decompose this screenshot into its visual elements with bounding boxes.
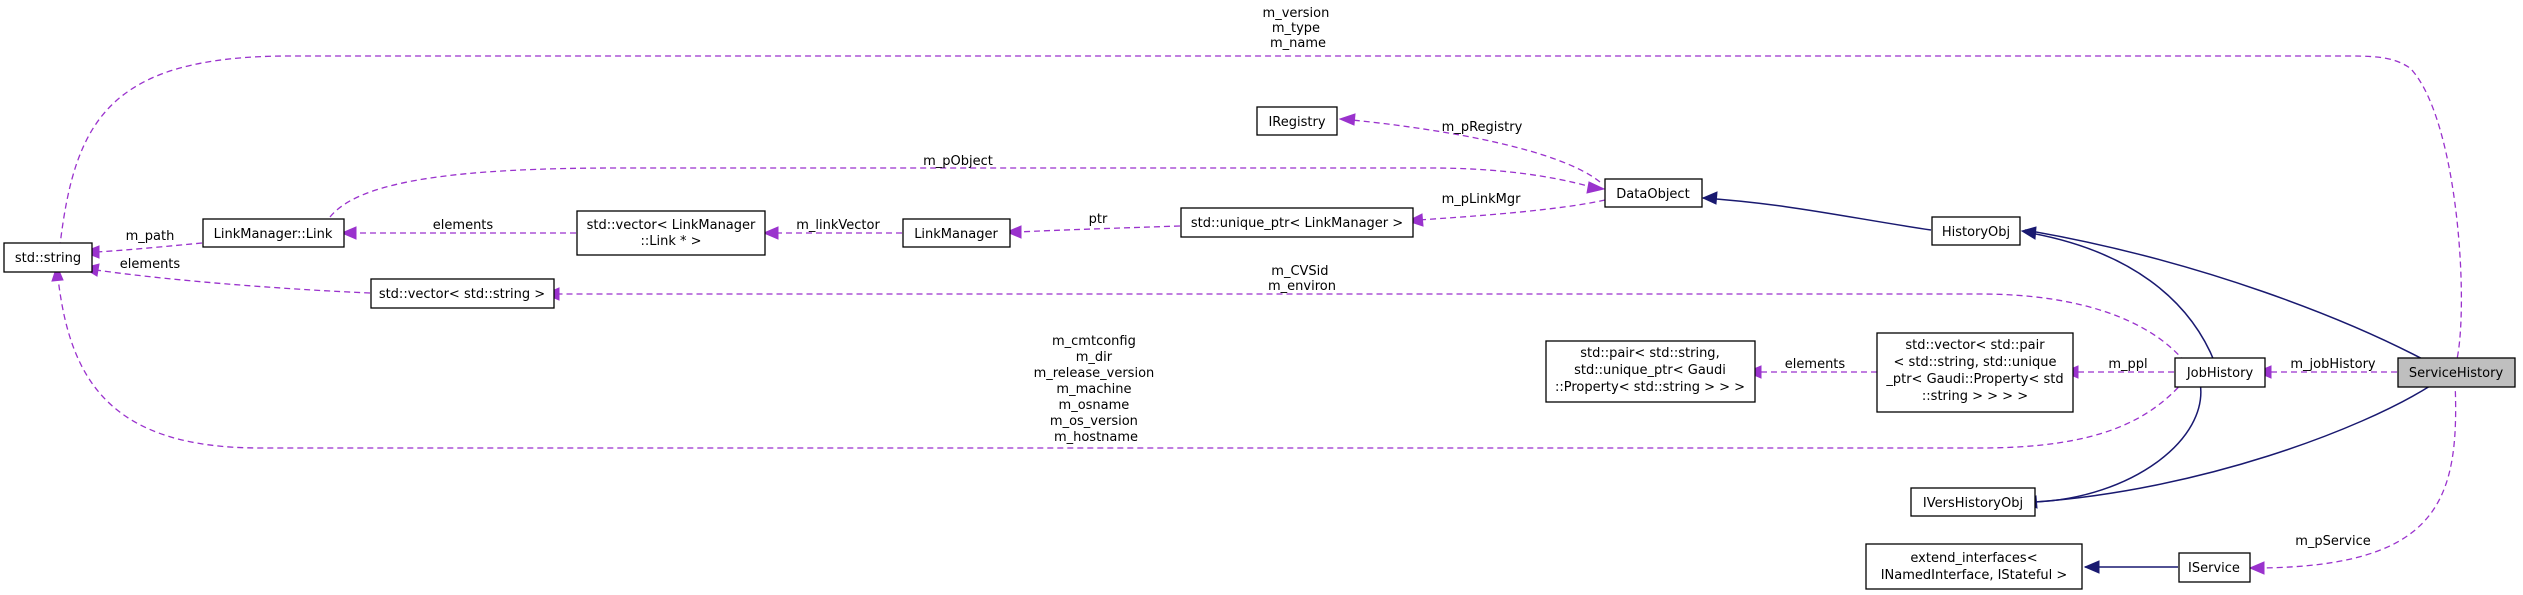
arrowhead-usage [762, 226, 779, 240]
svg-text:std::vector< LinkManager: std::vector< LinkManager [587, 218, 756, 233]
class-node-servicehistory[interactable]: ServiceHistory [2397, 357, 2516, 388]
edge-link-dataobject [329, 167, 1589, 218]
edge-jobhistory-vecstring [555, 293, 2186, 363]
edge-servicehistory-iservice [2259, 380, 2457, 569]
edge-vecstring-std-string [95, 269, 371, 294]
arrowhead-usage [1005, 225, 1022, 239]
class-node-historyobj[interactable]: HistoryObj [1931, 216, 2021, 246]
edge-label-m-path: m_path [126, 229, 175, 244]
svg-text:::Property< std::string > > >: ::Property< std::string > > > [1555, 380, 1745, 395]
edge-jobhistory-historyobj [2024, 231, 2216, 364]
svg-text:IVersHistoryObj: IVersHistoryObj [1923, 496, 2023, 511]
arrowhead-usage [1586, 181, 1606, 194]
class-node-vector-link[interactable]: std::vector< LinkManager ::Link * > [576, 210, 766, 256]
edge-dataobject-iregistry [1351, 119, 1601, 183]
edge-servicehistory-historyobj [2024, 229, 2431, 364]
svg-text:LinkManager::Link: LinkManager::Link [214, 227, 333, 242]
class-node-linkmanager-link[interactable]: LinkManager::Link [202, 218, 345, 248]
svg-text:std::vector< std::string >: std::vector< std::string > [379, 287, 545, 302]
edge-servicehistory-iversobj [2034, 385, 2431, 503]
edge-label-m-pobject: m_pObject [923, 154, 993, 169]
arrowhead-inheritance [1701, 191, 1718, 205]
class-node-jobhistory[interactable]: JobHistory [2174, 357, 2266, 388]
svg-text:extend_interfaces<: extend_interfaces< [1910, 551, 2037, 566]
class-node-iversionhistoryobj[interactable]: IVersHistoryObj [1910, 487, 2036, 517]
edge-label-elements-pair: elements [1785, 357, 1846, 372]
arrowhead-inheritance [2083, 560, 2100, 574]
arrowhead-usage [2248, 561, 2265, 575]
svg-text:ServiceHistory: ServiceHistory [2409, 366, 2504, 381]
edge-label-bottom-members: m_cmtconfig m_dir m_release_version m_ma… [1034, 334, 1159, 445]
svg-text:std::unique_ptr< Gaudi: std::unique_ptr< Gaudi [1574, 363, 1726, 378]
edge-dataobject-uptr [1417, 199, 1606, 221]
svg-text:DataObject: DataObject [1616, 187, 1689, 202]
arrowhead-usage [1338, 113, 1356, 126]
class-node-iregistry[interactable]: IRegistry [1256, 106, 1338, 136]
edge-historyobj-dataobject [1702, 197, 1932, 231]
edge-link-std-string [95, 242, 203, 253]
svg-text:INamedInterface, IStateful >: INamedInterface, IStateful > [1881, 568, 2068, 583]
svg-text:IService: IService [2188, 561, 2240, 576]
class-node-unique-ptr-linkmanager[interactable]: std::unique_ptr< LinkManager > [1180, 207, 1414, 238]
arrowhead-usage [51, 264, 64, 282]
edge-jobhistory-std-string [57, 277, 2186, 449]
edge-servicehistory-std-string [59, 55, 2463, 368]
class-node-dataobject[interactable]: DataObject [1604, 178, 1703, 208]
edge-label-m-pregistry: m_pRegistry [1442, 120, 1523, 135]
class-node-pair[interactable]: std::pair< std::string, std::unique_ptr<… [1545, 340, 1756, 403]
edge-label-elements-link: elements [433, 218, 494, 233]
svg-text:std::vector< std::pair: std::vector< std::pair [1905, 338, 2045, 353]
svg-text:::Link * >: ::Link * > [640, 234, 701, 249]
edge-label-elements-str: elements [120, 257, 181, 272]
arrowhead-usage [340, 226, 357, 240]
edge-label-m-pservice: m_pService [2295, 534, 2370, 549]
edge-label-top-members: m_version m_type m_name [1263, 6, 1334, 51]
class-node-extend-interfaces[interactable]: extend_interfaces< INamedInterface, ISta… [1865, 543, 2083, 590]
class-node-vector-pair[interactable]: std::vector< std::pair < std::string, st… [1876, 332, 2074, 413]
svg-text:LinkManager: LinkManager [914, 227, 998, 242]
svg-text:< std::string, std::unique: < std::string, std::unique [1894, 355, 2057, 370]
svg-text:std::pair< std::string,: std::pair< std::string, [1580, 346, 1719, 361]
svg-text:std::string: std::string [15, 251, 81, 266]
svg-text:IRegistry: IRegistry [1268, 115, 1325, 130]
svg-text:_ptr< Gaudi::Property< std: _ptr< Gaudi::Property< std [1885, 372, 2063, 387]
class-node-vector-string[interactable]: std::vector< std::string > [370, 278, 555, 309]
edge-label-m-plinkmgr: m_pLinkMgr [1442, 192, 1522, 207]
class-node-linkmanager[interactable]: LinkManager [902, 218, 1011, 248]
edge-label-ptr: ptr [1089, 212, 1108, 227]
arrowhead-inheritance [2020, 226, 2037, 240]
edge-label-m-ppl: m_ppl [2108, 357, 2147, 372]
svg-text:JobHistory: JobHistory [2186, 366, 2254, 381]
edge-label-m-linkvector: m_linkVector [796, 218, 880, 233]
edge-label-m-jobhistory: m_jobHistory [2290, 357, 2376, 372]
svg-text:std::unique_ptr< LinkManager >: std::unique_ptr< LinkManager > [1191, 216, 1403, 231]
svg-text:HistoryObj: HistoryObj [1942, 225, 2010, 240]
edge-uptr-linkmanager [1016, 225, 1181, 233]
svg-text:::string > > > >: ::string > > > > [1922, 389, 2028, 404]
edge-label-cvs-environ: m_CVSid m_environ [1268, 264, 1336, 294]
class-node-iservice[interactable]: IService [2178, 552, 2251, 583]
arrowhead-usage [1406, 213, 1424, 227]
class-node-std-string[interactable]: std::string [3, 242, 93, 273]
